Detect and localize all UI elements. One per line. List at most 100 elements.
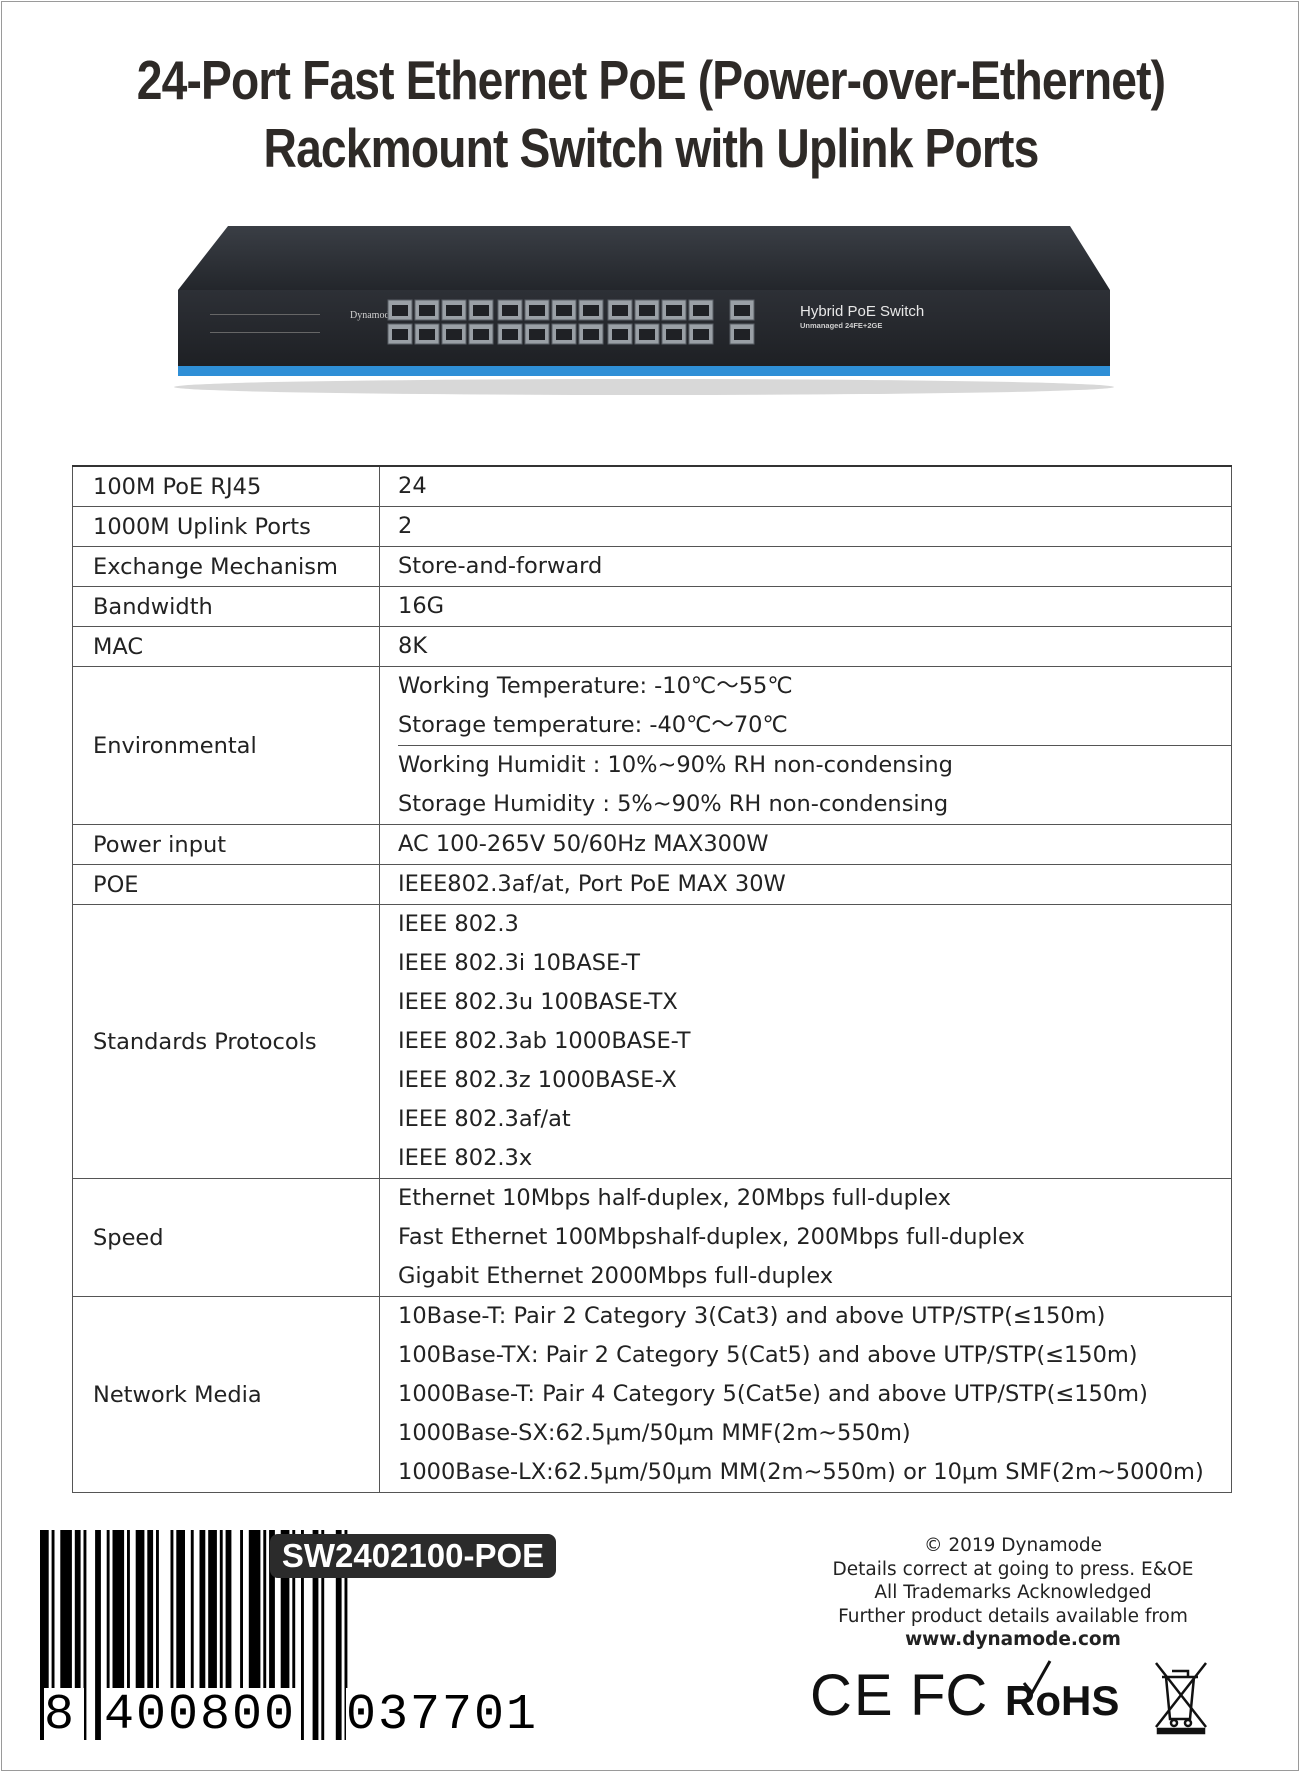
rj45-port-socket (473, 329, 489, 340)
spec-value-group: IEEE802.3af/at, Port PoE MAX 30W (398, 865, 1231, 904)
barcode-bar (112, 1530, 125, 1740)
barcode-bar (95, 1530, 101, 1740)
barcode-digit-group-2: 037701 (346, 1687, 539, 1744)
spec-value-line: IEEE 802.3 (398, 911, 519, 937)
spec-value: Store-and-forward (379, 546, 1232, 587)
rj45-ports (387, 299, 755, 345)
barcode-bar (199, 1530, 206, 1740)
spec-label: MAC (72, 626, 380, 667)
rj45-port-socket (583, 329, 599, 340)
footer-line-2: Details correct at going to press. E&OE (832, 1558, 1194, 1580)
spec-row: POE IEEE802.3af/at, Port PoE MAX 30W (72, 864, 1232, 905)
rj45-port-socket (419, 305, 435, 316)
spec-value-line: 1000Base-T: Pair 4 Category 5(Cat5e) and… (398, 1381, 1148, 1407)
spec-value: AC 100-265V 50/60Hz MAX300W (379, 824, 1232, 865)
spec-value-line: Fast Ethernet 100Mbpshalf-duplex, 200Mbp… (398, 1224, 1025, 1250)
barcode-bar (321, 1530, 325, 1740)
barcode-bar (248, 1530, 261, 1740)
spec-row: Network Media 10Base-T: Pair 2 Category 3… (72, 1296, 1232, 1493)
spec-label: Exchange Mechanism (72, 546, 380, 587)
rj45-port-socket (666, 305, 682, 316)
spec-value-group: Store-and-forward (398, 547, 1231, 586)
spec-value-line: Storage Humidity : 5%~90% RH non-condens… (398, 791, 949, 817)
rj45-port-socket (502, 329, 518, 340)
spec-value-line: 10Base-T: Pair 2 Category 3(Cat3) and ab… (398, 1303, 1106, 1329)
rj45-port-socket (446, 305, 462, 316)
spec-label: Power input (72, 824, 380, 865)
barcode-bar (176, 1530, 185, 1740)
title-line-2: Rackmount Switch with Uplink Ports (263, 117, 1040, 179)
spec-label: Bandwidth (72, 586, 380, 627)
spec-value-group: 16G (398, 587, 1231, 626)
barcode-bar (269, 1530, 275, 1740)
barcode-bar (208, 1530, 217, 1740)
barcode-bar (335, 1530, 342, 1740)
spec-value-line: 100Base-TX: Pair 2 Category 5(Cat5) and … (398, 1342, 1138, 1368)
page-title: 24-Port Fast Ethernet PoE (Power-over-Et… (104, 46, 1198, 182)
spec-value-line: IEEE802.3af/at, Port PoE MAX 30W (398, 871, 786, 897)
spec-value-line: Ethernet 10Mbps half-duplex, 20Mbps full… (398, 1185, 951, 1211)
rj45-port-socket (693, 305, 709, 316)
spec-value-group: 24 (398, 467, 1231, 506)
barcode-bar (170, 1530, 174, 1740)
sku-label: SW2402100-POE (270, 1534, 556, 1578)
spec-value-line: 8K (398, 633, 428, 659)
barcode-bar (106, 1530, 110, 1740)
spec-row: Speed Ethernet 10Mbps half-duplex, 20Mbps… (72, 1178, 1232, 1297)
barcode-digit-group-1: 400800 (104, 1687, 297, 1744)
spec-value-group: 8K (398, 627, 1231, 666)
spec-label: POE (72, 864, 380, 905)
barcode-bar (301, 1530, 304, 1740)
spec-label: Speed (72, 1178, 380, 1297)
led-panel (210, 314, 320, 333)
rj45-port-socket (583, 305, 599, 316)
barcode-bar (312, 1530, 319, 1740)
spec-label: Standards Protocols (72, 904, 380, 1179)
switch-top (178, 226, 1110, 290)
spec-value-group: Working Temperature: -10℃～55℃ Storage tem… (398, 667, 1231, 745)
barcode-bar (280, 1530, 290, 1740)
spec-value: 24 (379, 465, 1232, 507)
rj45-port-socket (693, 329, 709, 340)
spec-value-line: Gigabit Ethernet 2000Mbps full-duplex (398, 1263, 834, 1289)
barcode-bars (40, 1530, 348, 1740)
barcode-bar (292, 1530, 296, 1740)
spec-value-line: Store-and-forward (398, 553, 603, 579)
spec-label: Network Media (72, 1296, 380, 1493)
footer-line-3: All Trademarks Acknowledged (874, 1582, 1152, 1603)
spec-value-group: Ethernet 10Mbps half-duplex, 20Mbps full… (398, 1179, 1231, 1296)
fcc-mark-icon: FC (910, 1663, 987, 1728)
spec-value-line: 1000Base-SX:62.5μm/50μm MMF(2m~550m) (398, 1420, 911, 1446)
spec-value-line: IEEE 802.3i 10BASE-T (398, 950, 641, 976)
rj45-port-socket (666, 329, 682, 340)
spec-value-line: 16G (398, 593, 445, 619)
rj45-port-socket (392, 305, 408, 316)
spec-value-line: Working Temperature: -10℃～55℃ (398, 673, 793, 699)
spec-value-line: Storage temperature: -40℃～70℃ (398, 712, 788, 738)
spec-value: IEEE802.3af/at, Port PoE MAX 30W (379, 864, 1232, 905)
spec-value-line: IEEE 802.3x (398, 1145, 533, 1171)
spec-value: 2 (379, 506, 1232, 547)
spec-row: Exchange Mechanism Store-and-forward (72, 546, 1232, 587)
product-image: Dynamode Hybrid PoE Switch Unmanaged 24F… (174, 226, 1114, 395)
rj45-port-socket (392, 329, 408, 340)
barcode-bar (147, 1530, 154, 1740)
spec-value-line: 2 (398, 513, 413, 539)
spec-value-group: Working Humidit : 10%~90% RH non-condens… (398, 745, 1231, 824)
spec-value: Working Temperature: -10℃～55℃ Storage tem… (379, 666, 1232, 825)
rj45-port-socket (473, 305, 489, 316)
rj45-port-socket (639, 305, 655, 316)
barcode-bar (190, 1530, 194, 1740)
device-model-name: Hybrid PoE Switch (800, 303, 924, 320)
rj45-port-socket (734, 305, 750, 316)
spec-value: 10Base-T: Pair 2 Category 3(Cat3) and ab… (379, 1296, 1232, 1493)
ce-mark-icon: CE (810, 1663, 895, 1728)
title-line-1: 24-Port Fast Ethernet PoE (Power-over-Et… (136, 49, 1166, 111)
spec-value: 16G (379, 586, 1232, 627)
